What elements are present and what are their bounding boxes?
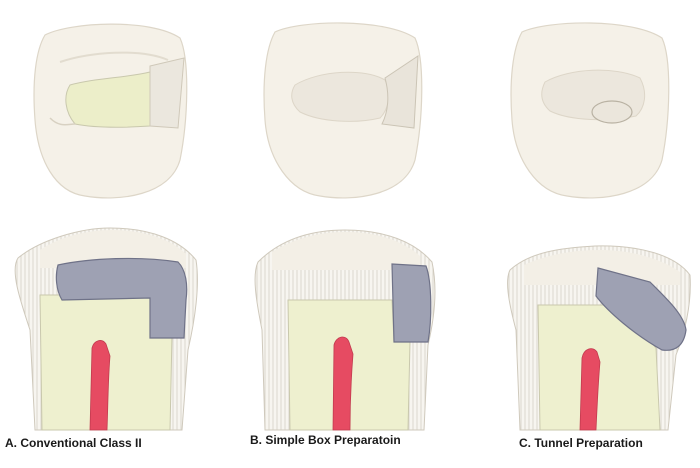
groove-a [49, 117, 76, 126]
pulp-b [332, 336, 354, 431]
restoration-a [55, 257, 188, 339]
caption-simple-box-preparation: B. Simple Box Preparatoin [250, 433, 401, 447]
proximal-box-b [381, 55, 419, 129]
cavity-occlusal-a [65, 71, 151, 128]
caption-conventional-class-ii: A. Conventional Class II [5, 436, 142, 450]
pulp-a [89, 340, 111, 431]
cross-section-b [254, 229, 436, 431]
restoration-b [391, 263, 432, 343]
caption-tunnel-preparation: C. Tunnel Preparation [519, 436, 643, 450]
cross-section-c [507, 245, 691, 431]
enamel-cap-c [524, 250, 680, 285]
proximal-box-a [149, 57, 185, 129]
restoration-c [595, 267, 687, 351]
occlusal-view-c [510, 22, 670, 199]
enamel-cap-b [272, 232, 420, 270]
pulp-c [579, 348, 601, 431]
tunnel-opening-c [591, 100, 633, 124]
cross-section-a [14, 227, 198, 431]
occlusal-view-b [263, 22, 423, 199]
cusp-ridge-a [59, 51, 169, 63]
central-fossa-b [291, 71, 390, 122]
occlusal-view-a [33, 23, 188, 199]
